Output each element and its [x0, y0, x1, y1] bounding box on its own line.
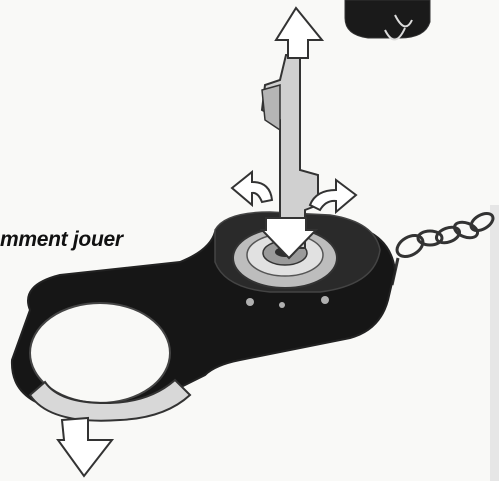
instruction-caption: mment jouer: [0, 228, 123, 252]
top-device-partial: [345, 0, 430, 40]
chain: [392, 210, 496, 285]
release-arrow-icon: [58, 418, 112, 476]
page-edge: [490, 205, 499, 481]
rotate-left-arrow-icon: [232, 172, 272, 205]
up-arrow-icon: [276, 8, 322, 58]
